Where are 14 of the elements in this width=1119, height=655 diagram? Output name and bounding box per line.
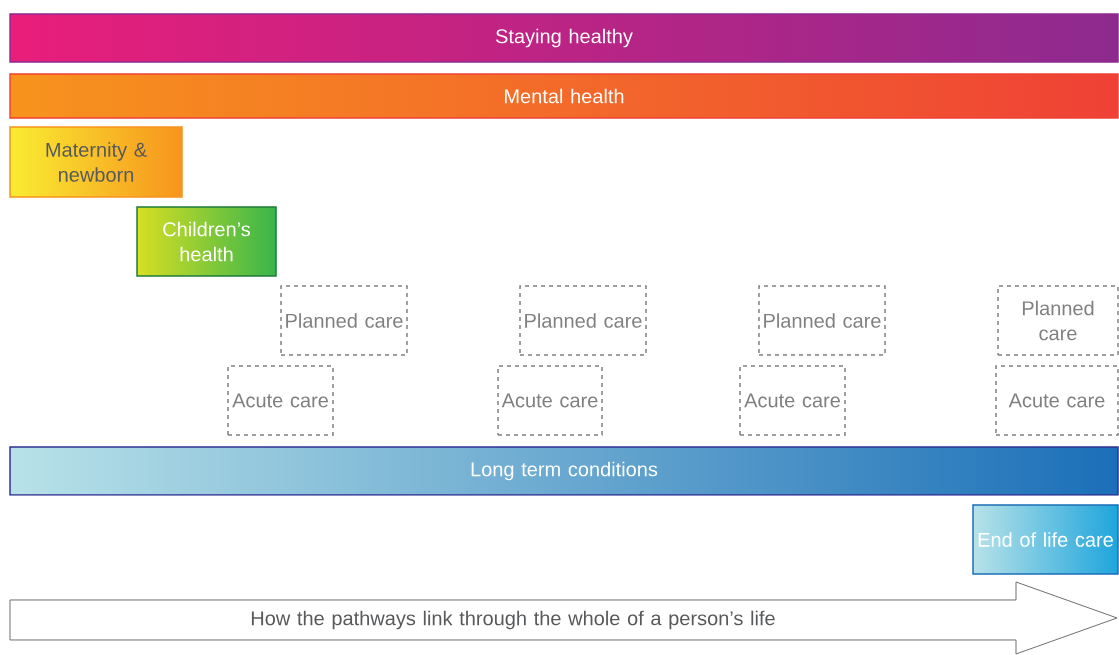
care-box: Acute care — [497, 365, 603, 436]
care-box: Acute care — [995, 365, 1119, 436]
care-box: Planned care — [519, 285, 647, 356]
pathway-box: Maternity & newborn — [9, 126, 183, 198]
care-box: Planned care — [280, 285, 408, 356]
pathway-box: End of life care — [972, 504, 1119, 575]
pathway-bar: Long term conditions — [9, 446, 1119, 496]
pathway-bar: Mental health — [9, 73, 1119, 119]
pathway-box: Children’s health — [136, 206, 277, 277]
pathway-bar: Staying healthy — [9, 13, 1119, 63]
care-box: Planned care — [758, 285, 886, 356]
care-box: Acute care — [227, 365, 334, 436]
care-box: Planned care — [997, 285, 1119, 356]
care-box: Acute care — [739, 365, 846, 436]
